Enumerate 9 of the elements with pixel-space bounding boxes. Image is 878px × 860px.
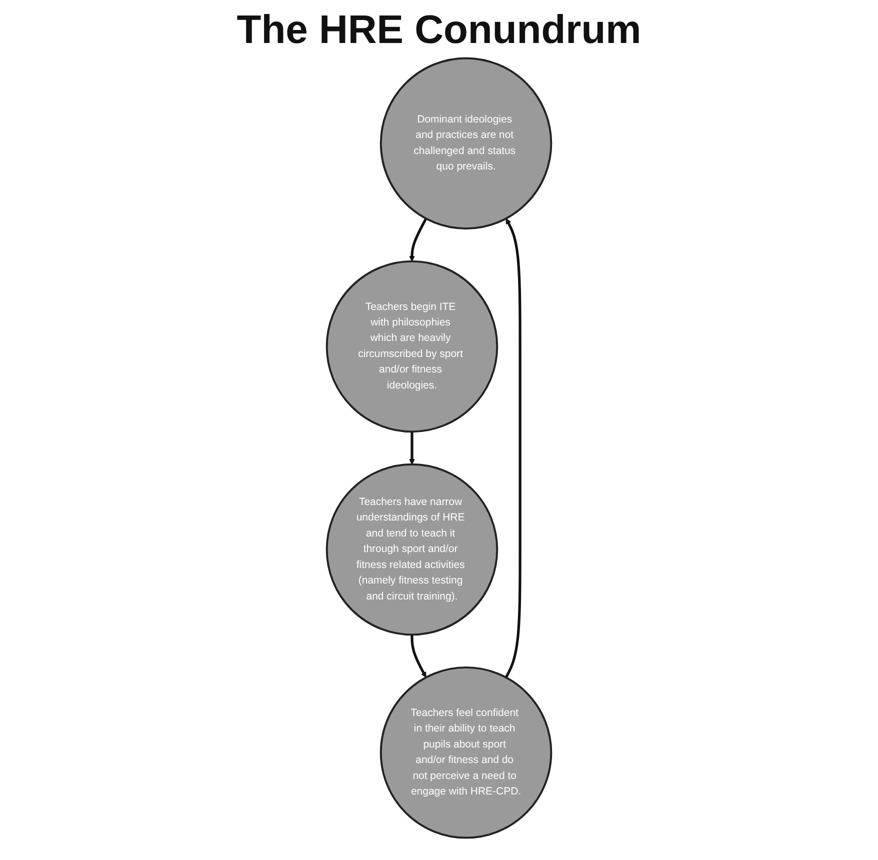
node-circle: Teachers have narrow understandings of HRE and tend to teach it through sport and/or fitness related activities (namely fitness testing and circuit training). [326,463,498,636]
node-circle: Teachers begin ITE with philosophies which are heavily circumscribed by sport and/or fitness ideologies. [326,260,498,433]
diagram-title: The HRE Conundrum [236,8,642,53]
arrow [504,218,522,678]
arrow [409,218,428,262]
node-circle: Teachers feel confident in their ability to teach pupils about sport and/or fitness and do not perceive a need to engage with HRE-CPD. [380,666,552,839]
node-circle: Dominant ideologies and practices are not challenged and status quo prevails. [380,57,552,230]
arrow [410,634,426,678]
arrow [409,432,415,465]
